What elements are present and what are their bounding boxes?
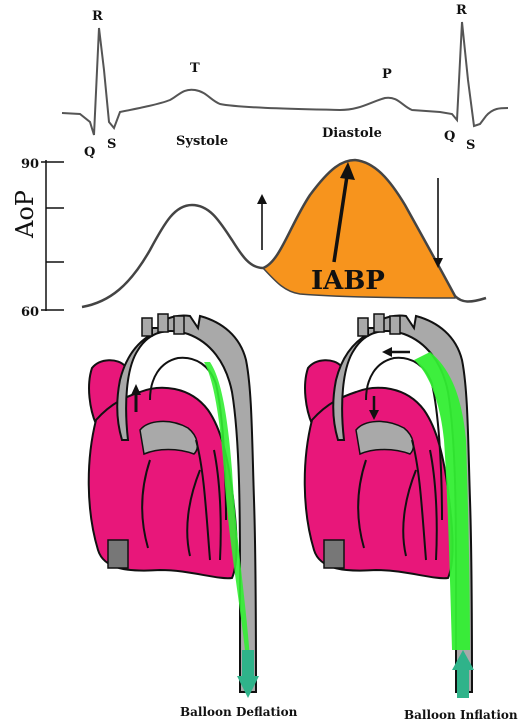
heart-inflation: Balloon Inflation (305, 314, 518, 722)
ecg-panel: R R T P Q S Q S Systole Diastole (62, 3, 508, 160)
aortic-branch-2 (374, 314, 384, 332)
aop-axis-label: AoP (11, 190, 39, 239)
pressure-rise-arrow (257, 194, 267, 250)
ecg-trace (62, 22, 508, 135)
ecg-s-label-right: S (466, 138, 475, 153)
balloon-inflation-label: Balloon Inflation (404, 708, 518, 722)
ecg-p-label: P (382, 67, 392, 82)
pressure-tick-label-90: 90 (21, 157, 39, 172)
pressure-tick-label-60: 60 (21, 305, 39, 320)
heart-deflation: Balloon Deflation (89, 314, 298, 719)
pressure-fall-arrow (433, 178, 443, 268)
ecg-t-label: T (190, 61, 200, 76)
aortic-branch-1 (358, 318, 368, 336)
aortic-branch-2 (158, 314, 168, 332)
diastole-label: Diastole (322, 126, 382, 141)
ecg-r-label-left: R (92, 9, 103, 24)
ecg-q-label-left: Q (84, 145, 95, 160)
ecg-r-label-right: R (456, 3, 467, 18)
ecg-q-label-right: Q (444, 129, 455, 144)
balloon-deflation-label: Balloon Deflation (180, 705, 298, 719)
pressure-panel: AoP 90 60 IABP (11, 157, 486, 320)
vena-cava (324, 540, 344, 568)
ecg-s-label-left: S (107, 137, 116, 152)
iabp-label: IABP (311, 266, 385, 296)
systole-label: Systole (176, 134, 228, 149)
aortic-branch-3 (390, 316, 400, 334)
vena-cava (108, 540, 128, 568)
aortic-branch-1 (142, 318, 152, 336)
aortic-branch-3 (174, 316, 184, 334)
